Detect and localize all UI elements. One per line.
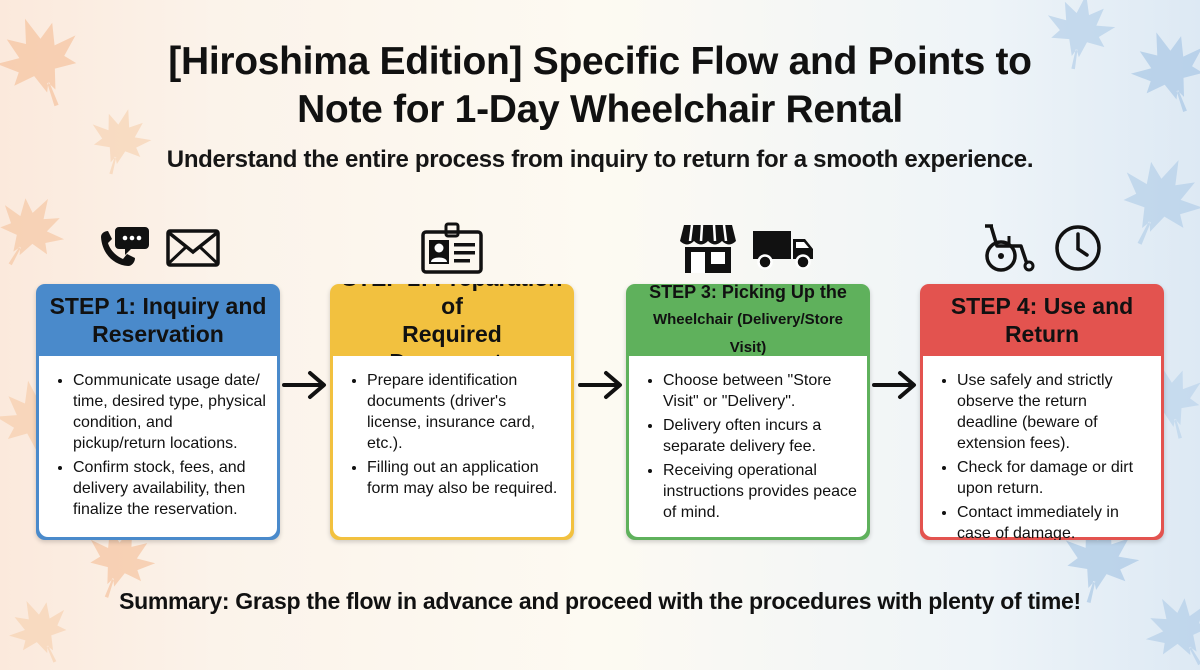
- wheelchair-icon: [985, 224, 1035, 272]
- truck-icon: [753, 231, 813, 270]
- list-item: Receiving operational instructions provi…: [663, 460, 857, 523]
- arrow-right-icon: [872, 371, 916, 399]
- step-1-bullets: Communicate usage date/ time, desired ty…: [39, 356, 277, 520]
- envelope-icon: [166, 229, 220, 267]
- step-1-title-line-1: STEP 1: Inquiry and: [49, 293, 267, 319]
- list-item: Communicate usage date/ time, desired ty…: [73, 370, 267, 454]
- list-item: Filling out an application form may also…: [367, 457, 561, 499]
- summary-text: Summary: Grasp the flow in advance and p…: [119, 588, 1081, 614]
- step-3-icons: [626, 220, 870, 276]
- step-1-icons: [36, 220, 280, 276]
- arrow-right-icon: [578, 371, 622, 399]
- store-icon: [680, 224, 736, 273]
- title-line-2: Note for 1-Day Wheelchair Rental: [297, 88, 903, 131]
- step-4-title-line-2: Return: [1004, 321, 1080, 347]
- step-3-title-line-1: STEP 3: Picking Up the: [649, 284, 847, 302]
- step-2-icons: [330, 220, 574, 276]
- step-2-bullets: Prepare identification documents (driver…: [333, 356, 571, 499]
- step-4-icons: [920, 220, 1164, 276]
- list-item: Delivery often incurs a separate deliver…: [663, 415, 857, 457]
- step-4-bullets: Use safely and strictly observe the retu…: [923, 356, 1161, 540]
- page-title: [Hiroshima Edition] Specific Flow and Po…: [0, 38, 1200, 134]
- subtitle: Understand the entire process from inqui…: [166, 146, 1034, 173]
- title-line-1: [Hiroshima Edition] Specific Flow and Po…: [168, 40, 1032, 83]
- phone-chat-icon: [101, 227, 149, 266]
- list-item: Check for damage or dirt upon return.: [957, 457, 1151, 499]
- list-item: Confirm stock, fees, and delivery availa…: [73, 457, 267, 520]
- step-4-title-line-1: STEP 4: Use and: [950, 293, 1134, 319]
- step-4-body: Use safely and strictly observe the retu…: [923, 356, 1161, 540]
- list-item: Use safely and strictly observe the retu…: [957, 370, 1151, 454]
- id-card-icon: [421, 222, 483, 274]
- clock-icon: [1055, 225, 1101, 271]
- list-item: Prepare identification documents (driver…: [367, 370, 561, 454]
- step-3-body: Choose between "Store Visit" or "Deliver…: [629, 356, 867, 537]
- step-1-title-line-2: Reservation: [92, 321, 224, 347]
- arrow-right-icon: [282, 371, 326, 399]
- step-1-body: Communicate usage date/ time, desired ty…: [39, 356, 277, 537]
- list-item: Contact immediately in case of damage.: [957, 502, 1151, 540]
- list-item: Choose between "Store Visit" or "Deliver…: [663, 370, 857, 412]
- step-3-bullets: Choose between "Store Visit" or "Deliver…: [629, 356, 867, 523]
- step-3-title-line-2: Wheelchair (Delivery/Store Visit): [652, 311, 844, 356]
- step-2-body: Prepare identification documents (driver…: [333, 356, 571, 537]
- step-2-title-line-1: STEP 2: Preparation of: [342, 284, 563, 319]
